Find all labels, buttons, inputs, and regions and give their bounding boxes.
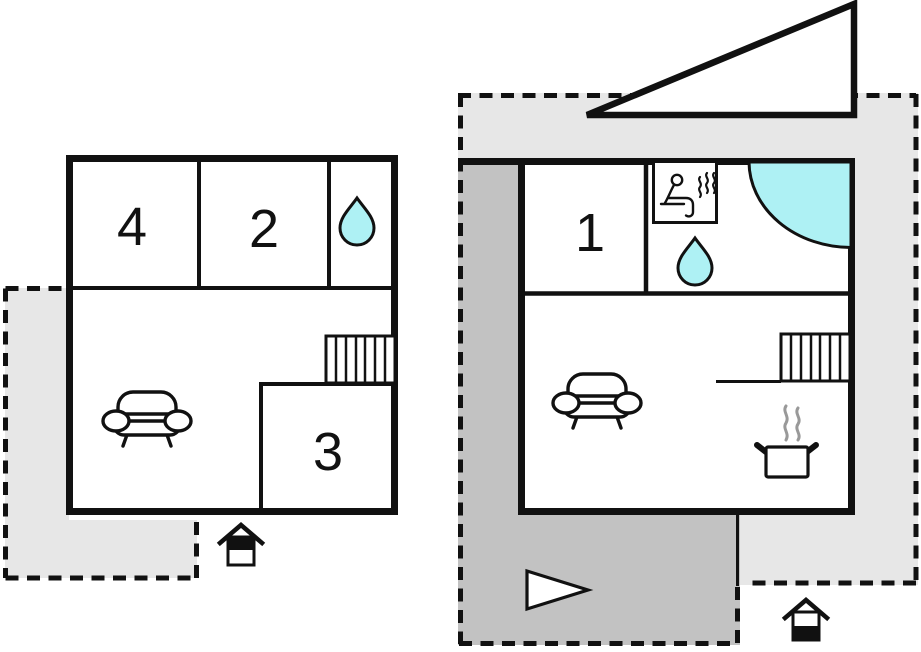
sauna-room-outline (652, 160, 718, 224)
sauna-icon (659, 171, 716, 218)
terrace-area-right (458, 93, 918, 585)
terrace-area (5, 288, 197, 578)
floor-plan-right: 1 (458, 0, 919, 646)
direction-arrow-icon (525, 568, 594, 612)
room-label-1: 1 (575, 203, 605, 263)
roof-triangle-icon (585, 0, 858, 119)
room-label-4: 4 (117, 197, 147, 257)
right-interior-walls (518, 158, 850, 296)
entrance-house-icon (216, 522, 266, 567)
terrace-dashed-border (3, 286, 199, 581)
room-label-2: 2 (249, 199, 279, 259)
entrance-house-icon-right (781, 597, 831, 642)
stairs-icon-right (779, 332, 852, 383)
room-label-3: 3 (313, 422, 343, 482)
cooking-pot-icon (754, 404, 819, 479)
right-dashed-borders (458, 93, 919, 646)
stairs-icon (324, 334, 397, 385)
patio-area-dark (458, 158, 740, 645)
corner-bathtub-icon (747, 160, 853, 250)
floor-plan-left: 4 2 3 (3, 155, 398, 581)
